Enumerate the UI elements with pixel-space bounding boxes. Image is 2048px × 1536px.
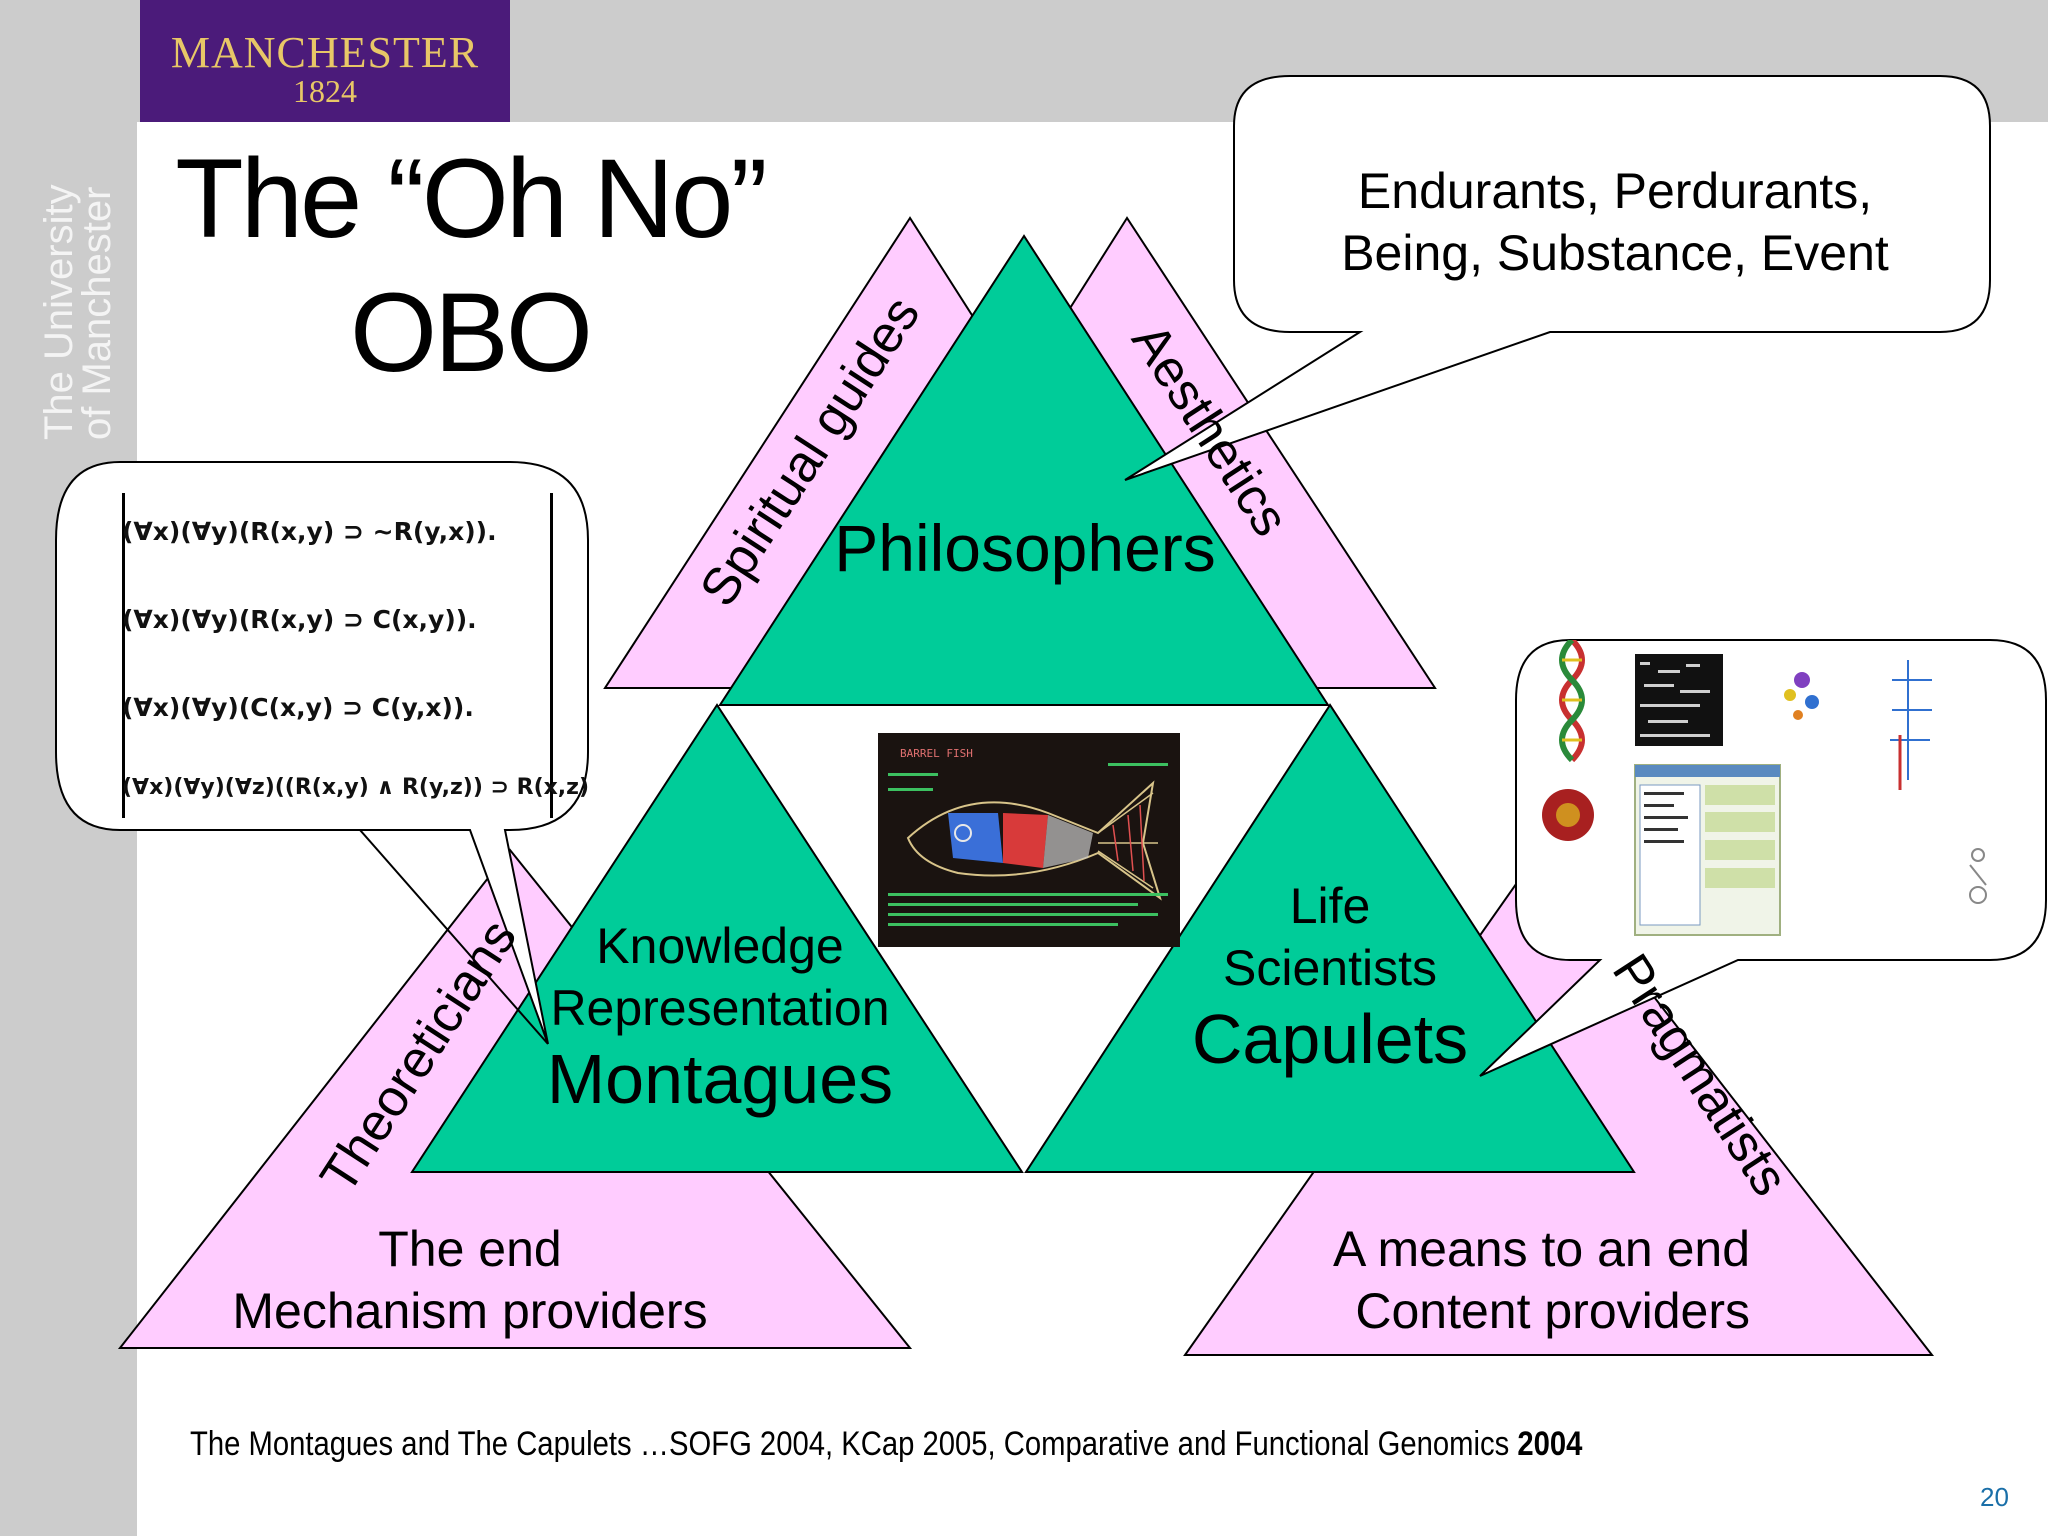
capulets-line-2: Scientists (1223, 940, 1437, 996)
bottom-right-text: A means to an end Content providers (1280, 1218, 1750, 1342)
title-line-1: The “Oh No” (175, 136, 767, 261)
formula-4: (∀x)(∀y)(∀z)((R(x,y) ∧ R(y,z)) ⊃ R(x,z) (122, 775, 590, 800)
bottom-left-text: The end Mechanism providers (210, 1218, 730, 1342)
fish-drawing (888, 763, 1168, 926)
formula-right-rule (550, 493, 553, 818)
montagues-line-2: Representation (550, 980, 890, 1036)
capulets-line-3: Capulets (1191, 1000, 1469, 1078)
bottom-right-line-1: A means to an end (1333, 1221, 1750, 1277)
callout-top-line-1: Endurants, Perdurants, (1357, 163, 1873, 219)
logo-name: MANCHESTER (170, 28, 480, 77)
microarray-image (1635, 654, 1723, 746)
footer-citation: The Montagues and The Capulets …SOFG 200… (190, 1425, 1582, 1464)
life-science-collage (1542, 637, 1987, 936)
montagues-line-3: Montagues (546, 1040, 894, 1118)
logo-year: 1824 (293, 73, 357, 109)
footer-year: 2004 (1517, 1425, 1583, 1463)
logic-formulas: (∀x)(∀y)(R(x,y) ⊃ ~R(y,x)). (∀x)(∀y)(R(x… (122, 493, 589, 818)
fish-caption: BARREL FISH (900, 747, 973, 760)
footer-text: The Montagues and The Capulets …SOFG 200… (190, 1425, 1518, 1463)
callout-bubble-left (55, 461, 589, 1045)
manchester-logo: MANCHESTER 1824 (140, 0, 510, 122)
formula-left-rule (122, 493, 125, 818)
formula-1: (∀x)(∀y)(R(x,y) ⊃ ~R(y,x)). (122, 517, 497, 546)
philosophers-label: Philosophers (834, 511, 1216, 585)
bottom-left-line-2: Mechanism providers (232, 1283, 708, 1339)
life-science-images (1540, 637, 2048, 940)
molecule-icon (1784, 672, 1819, 720)
dna-helix-icon (1559, 637, 1585, 763)
bottom-right-line-2: Content providers (1355, 1283, 1750, 1339)
fish-diagram-image: BARREL FISH (878, 733, 1180, 947)
capulets-label: Life Scientists Capulets (1130, 875, 1530, 1079)
formula-2: (∀x)(∀y)(R(x,y) ⊃ C(x,y)). (122, 605, 477, 634)
slide-title: The “Oh No” OBO (170, 132, 770, 400)
pathway-icon (1890, 660, 1932, 780)
green-triangle-top (718, 234, 1330, 706)
callout-top-text: Endurants, Perdurants, Being, Substance,… (1250, 160, 1980, 284)
capulets-line-1: Life (1289, 878, 1371, 934)
montagues-line-1: Knowledge (596, 918, 844, 974)
bottom-left-line-1: The end (378, 1221, 562, 1277)
callout-bubble-top (1124, 75, 1991, 481)
title-line-2: OBO (350, 270, 593, 395)
sketch-icon (1969, 848, 1987, 904)
page-number: 20 (1980, 1482, 2009, 1512)
callout-top-line-2: Being, Substance, Event (1341, 225, 1889, 281)
montagues-label: Knowledge Representation Montagues (520, 915, 920, 1119)
green-triangle-left (410, 703, 1024, 1173)
formula-3: (∀x)(∀y)(C(x,y) ⊃ C(y,x)). (122, 693, 474, 722)
